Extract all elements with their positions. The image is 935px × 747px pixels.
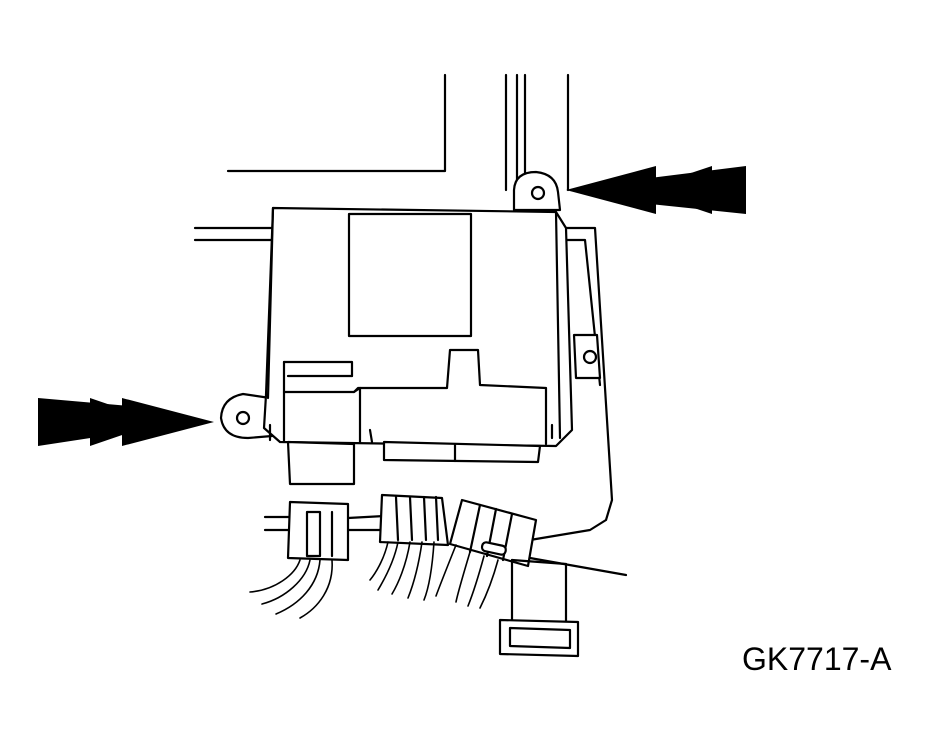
double-arrow-left-icon [566, 166, 746, 214]
wiring-harness [249, 493, 580, 658]
double-arrow-right-icon [38, 398, 214, 446]
figure-label: GK7717-A [742, 641, 892, 677]
module-bottom-connectors [286, 440, 542, 486]
upper-mounting-bolt [512, 170, 562, 212]
lower-mounting-bolt [219, 392, 274, 440]
control-module [262, 206, 602, 448]
